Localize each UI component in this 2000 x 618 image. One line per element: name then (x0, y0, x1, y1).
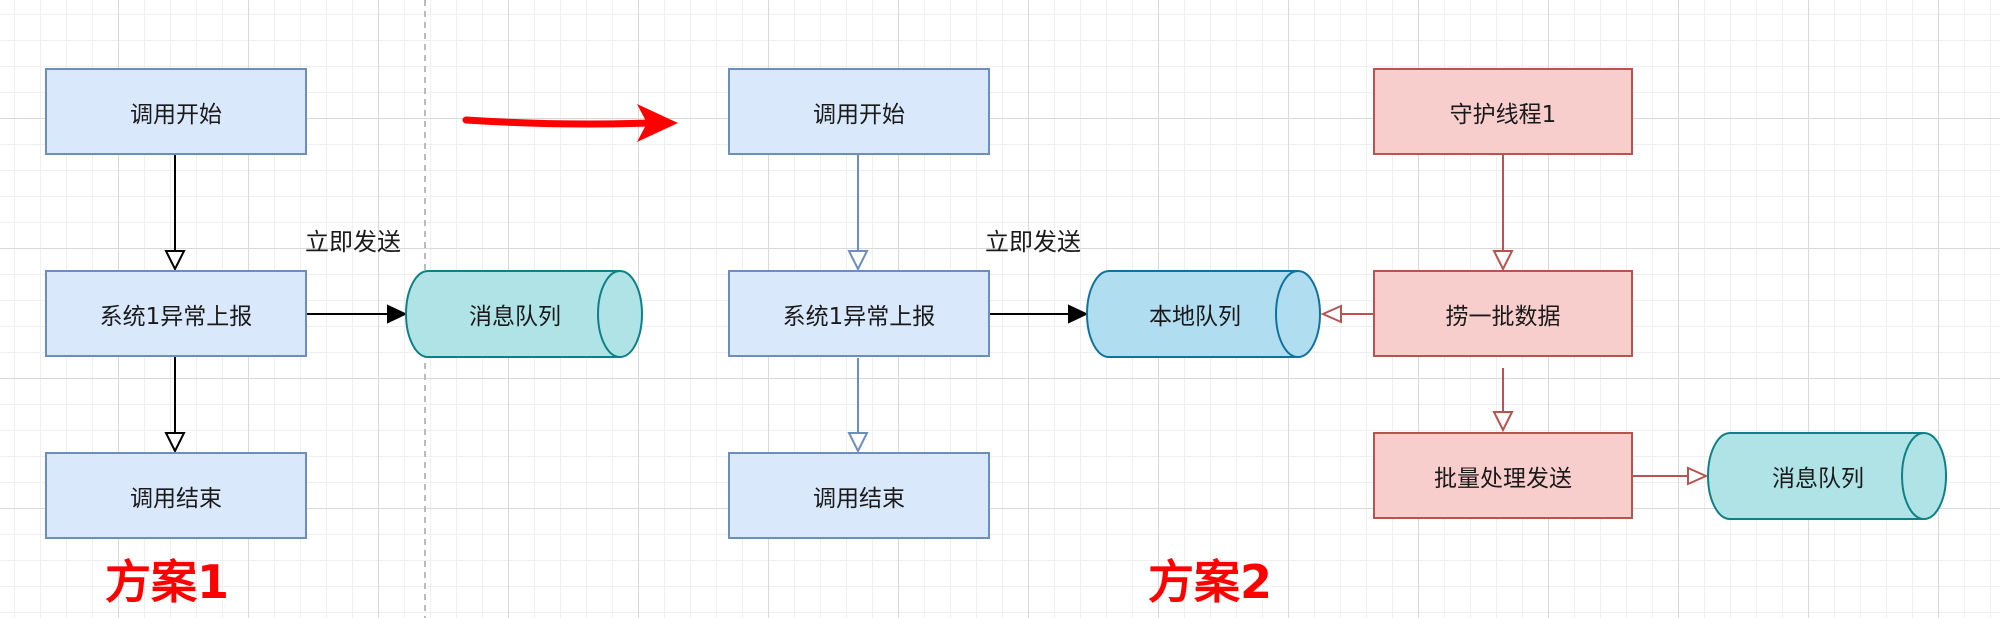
scheme2-end-node[interactable]: 调用结束 (728, 452, 990, 539)
message-queue-cylinder-1 (405, 270, 643, 358)
scheme1-start-node[interactable]: 调用开始 (45, 68, 307, 155)
scheme1-end-node[interactable]: 调用结束 (45, 452, 307, 539)
arrowhead-report-1 (164, 250, 186, 272)
daemon-thread-node[interactable]: 守护线程1 (1373, 68, 1633, 155)
arrowhead-report-2 (847, 250, 869, 272)
arrowhead-local-queue (1068, 304, 1089, 324)
fetch-batch-node[interactable]: 捞一批数据 (1373, 270, 1633, 357)
message-queue-cylinder-2 (1707, 432, 1947, 520)
scheme2-report-node[interactable]: 系统1异常上报 (728, 270, 990, 357)
arrowhead-queue-1 (387, 304, 408, 324)
local-queue-cylinder (1086, 270, 1321, 358)
arrowhead-batch (1492, 411, 1514, 433)
scheme1-edge-label: 立即发送 (305, 228, 401, 256)
arrowhead-fetch-local (1320, 304, 1342, 324)
scheme1-title: 方案1 (105, 555, 230, 609)
scheme1-queue-label: 消息队列 (469, 304, 561, 330)
arrowhead-fetch (1492, 250, 1514, 272)
scheme2-title: 方案2 (1148, 555, 1273, 609)
arrowhead-end-2 (847, 432, 869, 454)
scheme2-local-queue-label: 本地队列 (1149, 304, 1241, 330)
scheme2-queue-label: 消息队列 (1772, 466, 1864, 492)
transition-arrowhead (637, 104, 678, 142)
scheme2-edge-label: 立即发送 (985, 228, 1081, 256)
arrowhead-queue-2 (1687, 466, 1709, 486)
scheme1-report-node[interactable]: 系统1异常上报 (45, 270, 307, 357)
arrowhead-end-1 (164, 432, 186, 454)
scheme2-start-node[interactable]: 调用开始 (728, 68, 990, 155)
transition-arrow (462, 116, 652, 128)
batch-send-node[interactable]: 批量处理发送 (1373, 432, 1633, 519)
